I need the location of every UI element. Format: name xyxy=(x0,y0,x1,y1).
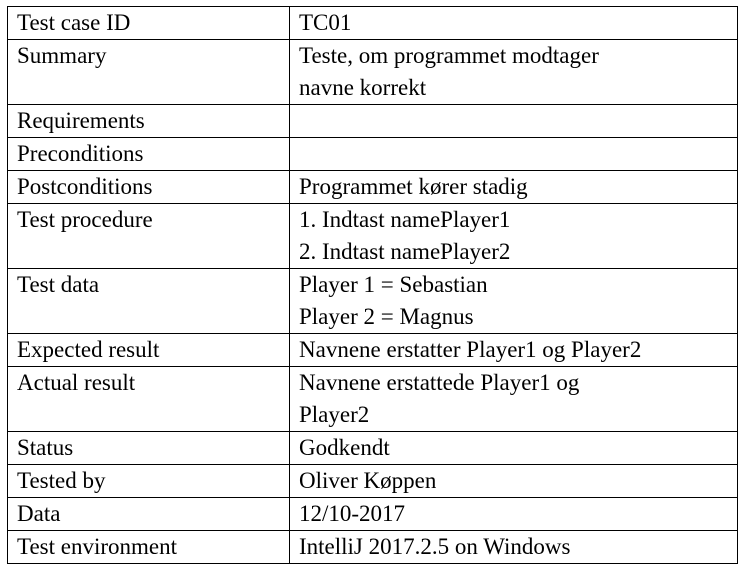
row-value-line: Godkendt xyxy=(299,435,390,460)
row-label: Test data xyxy=(17,272,100,297)
row-value-line: Player 2 = Magnus xyxy=(299,304,474,329)
row-value-line: Programmet kører stadig xyxy=(299,174,528,199)
row-value-line: navne korrekt xyxy=(299,75,427,100)
row-value-cell: Oliver Køppen xyxy=(289,464,738,498)
row-label: Postconditions xyxy=(17,174,153,199)
row-label-cell: Expected result xyxy=(7,333,290,367)
table-row-test-environment: Test environment IntelliJ 2017.2.5 on Win… xyxy=(7,530,738,564)
row-label-cell: Preconditions xyxy=(7,137,290,171)
row-value-line: Player2 xyxy=(299,402,370,427)
row-value-line: Oliver Køppen xyxy=(299,468,437,493)
row-value-line: Navnene erstatter Player1 og Player2 xyxy=(299,337,642,362)
row-value-line xyxy=(299,106,737,137)
row-label-cell: Test procedure xyxy=(7,203,290,269)
table-row-status: Status Godkendt xyxy=(7,431,738,465)
row-value-cell: 12/10-2017 xyxy=(289,497,738,531)
table-row-actual-result: Actual result Navnene erstattede Player1 … xyxy=(7,366,738,432)
row-value-cell: IntelliJ 2017.2.5 on Windows xyxy=(289,530,738,564)
row-label-cell: Actual result xyxy=(7,366,290,432)
row-value-line: Player 1 = Sebastian xyxy=(299,272,488,297)
row-label-cell: Test case ID xyxy=(7,6,290,40)
row-label-cell: Data xyxy=(7,497,290,531)
row-value-line: Navnene erstattede Player1 og xyxy=(299,370,580,395)
table-row-expected-result: Expected result Navnene erstatter Player1… xyxy=(7,333,738,367)
row-label: Tested by xyxy=(17,468,106,493)
table-row-requirements: Requirements xyxy=(7,104,738,138)
row-value-line: TC01 xyxy=(299,10,352,35)
table-row-preconditions: Preconditions xyxy=(7,137,738,171)
row-value-cell: Teste, om programmet modtager navne korre… xyxy=(289,39,738,105)
table-row-test-case-id: Test case ID TC01 xyxy=(7,6,738,40)
row-label: Requirements xyxy=(17,108,145,133)
row-label-cell: Status xyxy=(7,431,290,465)
row-value-cell: Programmet kører stadig xyxy=(289,170,738,204)
row-label: Actual result xyxy=(17,370,136,395)
row-label-cell: Test data xyxy=(7,268,290,334)
table-row-test-procedure: Test procedure 1. Indtast namePlayer1 2. I… xyxy=(7,203,738,269)
row-value-line: 1. Indtast namePlayer1 xyxy=(299,207,511,232)
row-label: Test procedure xyxy=(17,207,153,232)
table-row-postconditions: Postconditions Programmet kører stadig xyxy=(7,170,738,204)
row-label-cell: Requirements xyxy=(7,104,290,138)
row-label: Data xyxy=(17,501,61,526)
row-value-cell: 1. Indtast namePlayer1 2. Indtast namePla… xyxy=(289,203,738,269)
row-label: Preconditions xyxy=(17,141,144,166)
row-value-cell xyxy=(289,104,738,138)
row-label-cell: Test environment xyxy=(7,530,290,564)
row-value-cell: Navnene erstattede Player1 og Player2 xyxy=(289,366,738,432)
table-row-summary: Summary Teste, om programmet modtager navn… xyxy=(7,39,738,105)
row-label: Expected result xyxy=(17,337,160,362)
row-value-cell: Godkendt xyxy=(289,431,738,465)
row-value-line: IntelliJ 2017.2.5 on Windows xyxy=(299,534,571,559)
row-value-cell: Navnene erstatter Player1 og Player2 xyxy=(289,333,738,367)
table-row-tested-by: Tested by Oliver Køppen xyxy=(7,464,738,498)
row-label-cell: Summary xyxy=(7,39,290,105)
row-label-cell: Postconditions xyxy=(7,170,290,204)
row-value-cell: TC01 xyxy=(289,6,738,40)
row-label-cell: Tested by xyxy=(7,464,290,498)
row-value-line: 2. Indtast namePlayer2 xyxy=(299,239,511,264)
row-value-line xyxy=(299,139,737,170)
row-value-line: Teste, om programmet modtager xyxy=(299,43,599,68)
row-label: Status xyxy=(17,435,74,460)
row-value-line: 12/10-2017 xyxy=(299,501,406,526)
table-row-data: Data 12/10-2017 xyxy=(7,497,738,531)
row-label: Test case ID xyxy=(17,10,131,35)
row-label: Test environment xyxy=(17,534,177,559)
row-value-cell xyxy=(289,137,738,171)
row-label: Summary xyxy=(17,43,107,68)
